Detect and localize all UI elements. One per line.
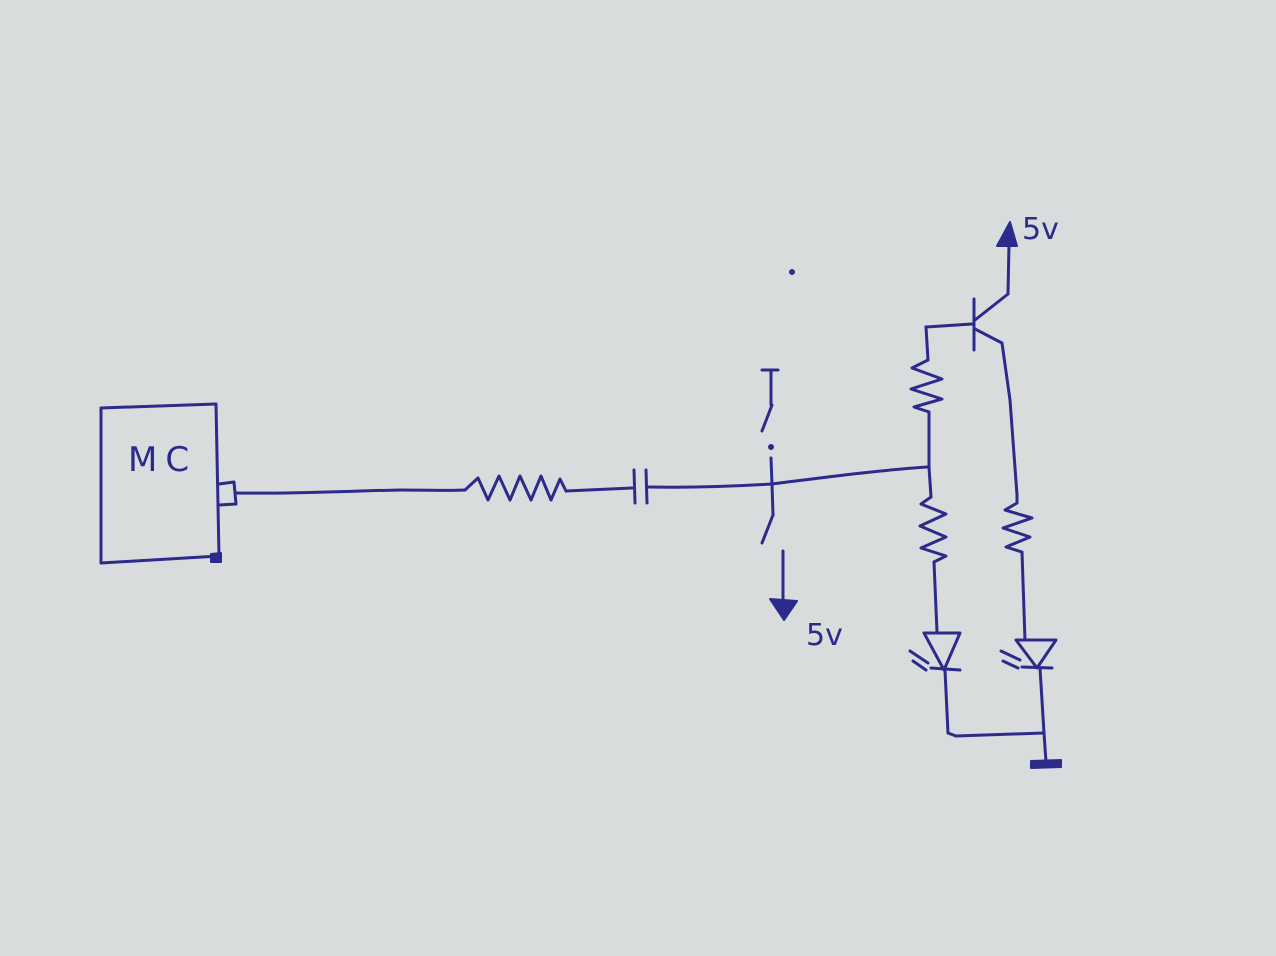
wire-resistor-to-capacitor	[564, 486, 634, 493]
microcontroller-label: MC	[128, 440, 198, 480]
ink-speck	[789, 269, 795, 275]
base-resistor	[909, 325, 944, 469]
ground-connection	[946, 731, 1062, 769]
wire-mc-to-resistor	[234, 488, 467, 495]
coupling-capacitor	[632, 468, 649, 505]
wire-right-column	[1000, 341, 1019, 497]
wire-capacitor-to-junction	[646, 482, 774, 489]
supply-label-switch: 5v	[806, 618, 843, 653]
led-left	[908, 631, 962, 735]
supply-arrow-transistor	[996, 221, 1018, 247]
led-resistor-left	[918, 465, 948, 634]
upper-switch	[760, 368, 780, 486]
lower-switch	[760, 482, 785, 603]
series-resistor	[463, 474, 568, 502]
wire-junction-to-resistor-column	[770, 465, 929, 486]
supply-arrow-switch	[769, 598, 798, 621]
microcontroller-block	[99, 402, 238, 565]
led-right	[999, 638, 1058, 735]
transistor	[924, 242, 1011, 352]
led-resistor-right	[1001, 493, 1034, 642]
supply-label-top: 5v	[1022, 212, 1059, 247]
